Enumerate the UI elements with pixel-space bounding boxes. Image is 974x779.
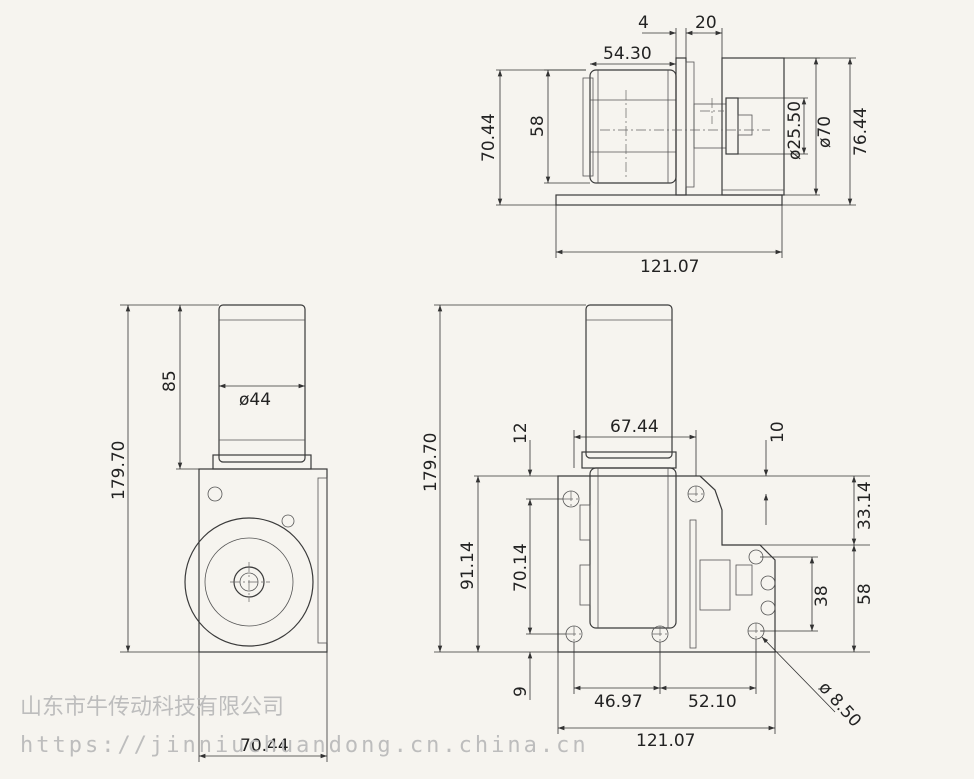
front-dim-91-14: 91.14: [458, 541, 478, 590]
front-dim-10: 10: [768, 421, 788, 443]
front-dim-121-07: 121.07: [636, 731, 695, 751]
front-dim-179-70: 179.70: [421, 433, 441, 492]
front-dim-33-14: 33.14: [855, 481, 875, 530]
top-dim-4: 4: [638, 13, 649, 33]
front-dim-12: 12: [511, 422, 531, 444]
front-dim-9: 9: [511, 686, 531, 697]
watermark-url: https://jinniuchuandong.cn.china.cn: [20, 733, 589, 758]
watermark-company: 山东市牛传动科技有限公司: [20, 695, 284, 720]
front-dim-dia8-50: ø 8.50: [814, 678, 865, 731]
front-view: 179.70 91.14 70.14 12 9 67.44 10 33.14 5…: [421, 304, 875, 751]
side-dim-85: 85: [160, 370, 180, 392]
top-dim-54-30: 54.30: [603, 44, 652, 64]
top-dim-76-44: 76.44: [851, 107, 871, 156]
side-dim-70-44: 70.44: [240, 736, 289, 756]
top-dim-58: 58: [528, 115, 548, 137]
front-dim-46-97: 46.97: [594, 692, 643, 712]
top-dim-20: 20: [695, 13, 717, 33]
top-dim-dia25-50: ø25.50: [785, 101, 805, 160]
front-dim-67-44: 67.44: [610, 417, 659, 437]
top-view: 4 20 54.30 70.44 58 ø25.50 ø70 76.44 121…: [479, 13, 871, 277]
top-dim-70-44: 70.44: [479, 113, 499, 162]
side-dim-dia44: ø44: [239, 390, 271, 410]
side-dim-179-70: 179.70: [109, 441, 129, 500]
side-view: 179.70 85 ø44 70.44: [109, 304, 328, 762]
front-dim-38: 38: [812, 585, 832, 607]
front-dim-52-10: 52.10: [688, 692, 737, 712]
front-dim-70-14: 70.14: [511, 543, 531, 592]
top-dim-121-07: 121.07: [640, 257, 699, 277]
front-dim-58: 58: [855, 583, 875, 605]
top-dim-dia70: ø70: [815, 116, 835, 148]
